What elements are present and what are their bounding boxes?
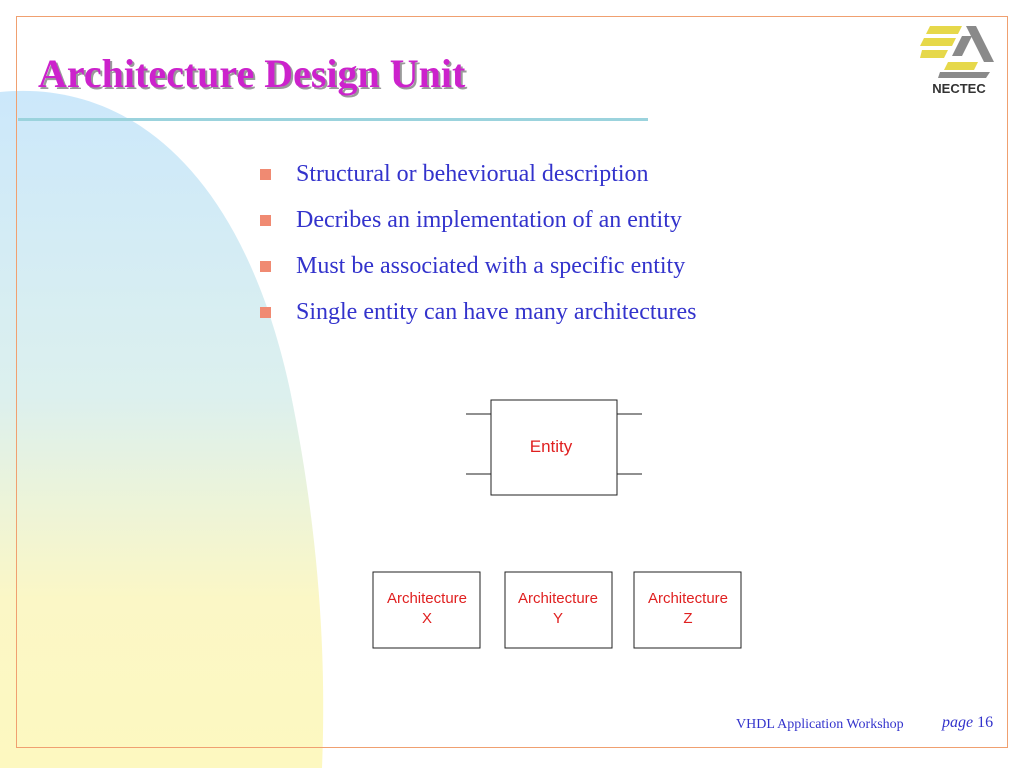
- bullet-text: Decribes an implementation of an entity: [296, 207, 682, 233]
- nectec-logo-icon: NECTEC: [920, 26, 994, 96]
- bullet-text: Must be associated with a specific entit…: [296, 253, 686, 279]
- list-item: Must be associated with a specific entit…: [258, 246, 697, 292]
- list-item: Decribes an implementation of an entity: [258, 200, 697, 246]
- architecture-box: [504, 571, 613, 649]
- entity-block: Entity: [466, 399, 642, 496]
- bullet-text: Structural or beheviorual description: [296, 161, 649, 187]
- footer-page-number: page 16: [942, 714, 993, 732]
- bullet-text: Single entity can have many architecture…: [296, 299, 697, 325]
- architecture-name: Y: [553, 610, 563, 627]
- square-bullet-icon: [260, 261, 271, 272]
- page-number: 16: [977, 714, 994, 731]
- architecture-label: Architecture: [387, 590, 467, 607]
- architecture-block-x: Architecture X: [372, 571, 481, 649]
- architecture-label: Architecture: [518, 590, 598, 607]
- architecture-name: X: [422, 610, 432, 627]
- entity-label: Entity: [530, 437, 573, 456]
- square-bullet-icon: [260, 215, 271, 226]
- list-item: Single entity can have many architecture…: [258, 292, 697, 338]
- square-bullet-icon: [260, 307, 271, 318]
- architecture-box: [372, 571, 481, 649]
- list-item: Structural or beheviorual description: [258, 154, 697, 200]
- square-bullet-icon: [260, 169, 271, 180]
- architecture-label: Architecture: [648, 590, 728, 607]
- footer-workshop-name: VHDL Application Workshop: [736, 717, 904, 732]
- architecture-name: Z: [683, 610, 692, 627]
- architecture-block-z: Architecture Z: [633, 571, 742, 649]
- title-underline: [18, 118, 648, 121]
- entity-box: [490, 399, 618, 496]
- page-word: page: [942, 714, 974, 731]
- architecture-block-y: Architecture Y: [504, 571, 613, 649]
- architecture-box: [633, 571, 742, 649]
- logo-text: NECTEC: [932, 81, 986, 96]
- bullet-list: Structural or beheviorual description De…: [258, 154, 697, 338]
- slide-title: Architecture Design Unit: [38, 51, 466, 96]
